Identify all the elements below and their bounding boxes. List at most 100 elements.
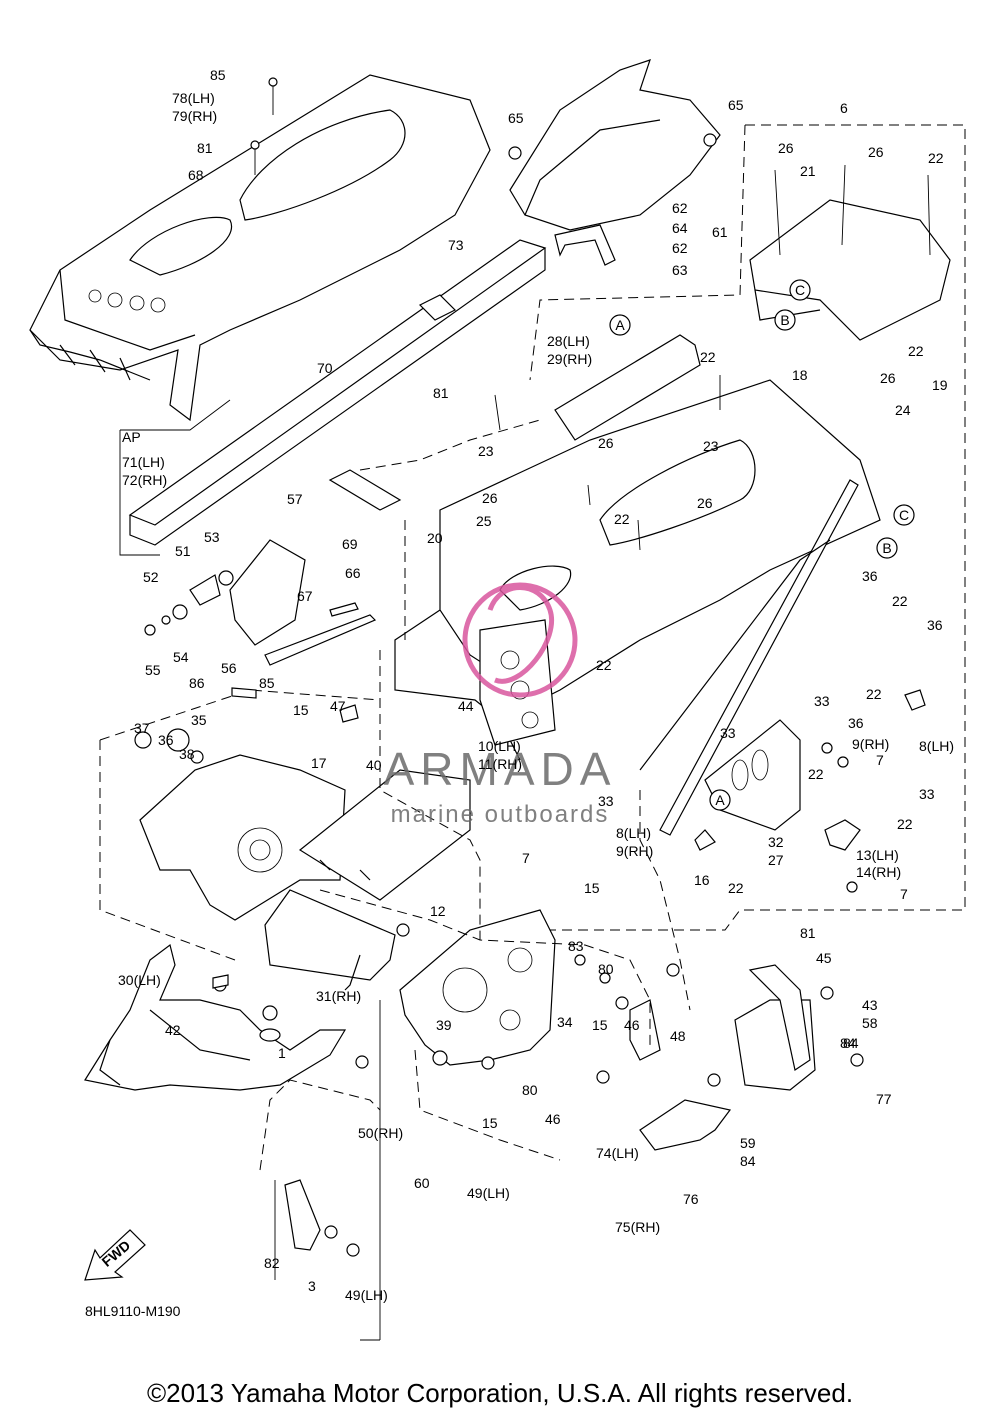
callout: 36: [862, 568, 878, 584]
fastener-marks: [134, 77, 931, 1257]
side-rail-8-9: [639, 479, 859, 836]
copyright-notice: ©2013 Yamaha Motor Corporation, U.S.A. A…: [146, 1378, 854, 1408]
callout: 49(LH): [345, 1287, 388, 1303]
watermark-brand: ARMADA: [384, 743, 617, 795]
callout: 48: [670, 1028, 686, 1044]
callout: 62: [672, 200, 688, 216]
cross-member-40: [298, 769, 471, 901]
callout: 22: [728, 880, 744, 896]
callout: 32: [768, 834, 784, 850]
strip-66-67: [264, 602, 377, 666]
callout: 83: [568, 938, 584, 954]
callout: 43: [862, 997, 878, 1013]
callout: 28(LH): [547, 333, 590, 349]
guard-49-50: [734, 964, 816, 1091]
diagram-code: 8HL9110-M190: [85, 1303, 181, 1319]
callout: 7: [876, 752, 884, 768]
callout: 81: [197, 140, 213, 156]
callout: 68: [188, 167, 204, 183]
callout: 65: [508, 110, 524, 126]
callout: 21: [800, 163, 816, 179]
callout: 16: [694, 872, 710, 888]
callout: 61: [712, 224, 728, 240]
callout: 40: [366, 757, 382, 773]
callout: 20: [427, 530, 443, 546]
callout: 22: [596, 657, 612, 673]
callout: 13(LH): [856, 847, 899, 863]
callout: 60: [414, 1175, 430, 1191]
callout: 22: [908, 343, 924, 359]
callout: 73: [448, 237, 464, 253]
callout: 33: [814, 693, 830, 709]
callout: 26: [880, 370, 896, 386]
rail-70: [128, 239, 547, 546]
callout: 35: [191, 712, 207, 728]
callout: 52: [143, 569, 159, 585]
callout: 71(LH): [122, 454, 165, 470]
callout: 84: [840, 1035, 856, 1051]
callout: 36: [848, 715, 864, 731]
callout: 36: [927, 617, 943, 633]
watermark: ARMADA marine outboards: [384, 582, 617, 828]
callout: 6: [840, 100, 848, 116]
callout: 80: [598, 961, 614, 977]
callout: 72(RH): [122, 472, 167, 488]
callout: 25: [476, 513, 492, 529]
callout: 65: [728, 97, 744, 113]
callout: 22: [897, 816, 913, 832]
callout: 84: [740, 1153, 756, 1169]
callout: 47: [330, 698, 346, 714]
callout: 26: [598, 435, 614, 451]
callout: 64: [672, 220, 688, 236]
ref-a-1: A: [615, 317, 625, 333]
callout: 15: [584, 880, 600, 896]
callout: 36: [158, 732, 174, 748]
callout: 37: [134, 720, 150, 736]
callout: 18: [792, 367, 808, 383]
callout: 12: [430, 903, 446, 919]
group-outlines: [259, 419, 691, 1341]
callout: 81: [433, 385, 449, 401]
callout: 15: [482, 1115, 498, 1131]
callout: 33: [720, 725, 736, 741]
callout: 70: [317, 360, 333, 376]
callout: 3: [308, 1278, 316, 1294]
callout: 27: [768, 852, 784, 868]
callout: 26: [697, 495, 713, 511]
callout: 51: [175, 543, 191, 559]
callout: 78(LH): [172, 90, 215, 106]
callout: 31(RH): [316, 988, 361, 1004]
callout: 55: [145, 662, 161, 678]
bracket-2: [284, 1179, 321, 1251]
ref-c-1: C: [795, 282, 805, 298]
callout: 63: [672, 262, 688, 278]
circle-refs: A C B C B A: [609, 279, 915, 811]
callout: 46: [624, 1017, 640, 1033]
callout: 38: [179, 746, 195, 762]
callout: 50(RH): [358, 1125, 403, 1141]
callout: 23: [703, 438, 719, 454]
callout: 39: [436, 1017, 452, 1033]
callout: 19: [932, 377, 948, 393]
stay-28-29: [554, 334, 701, 441]
callout: 85: [210, 67, 226, 83]
front-case-34: [399, 909, 556, 1066]
callout: 22: [614, 511, 630, 527]
panel-21: [749, 199, 951, 341]
callout: 22: [808, 766, 824, 782]
callout: 86: [189, 675, 205, 691]
callout: 10(LH): [478, 738, 521, 754]
callout: 46: [545, 1111, 561, 1127]
callout: 77: [876, 1091, 892, 1107]
callout: 82: [264, 1255, 280, 1271]
callout: 8(LH): [919, 738, 954, 754]
callout: 42: [165, 1022, 181, 1038]
callout: 22: [866, 686, 882, 702]
callout: 69: [342, 536, 358, 552]
callout: 81: [800, 925, 816, 941]
callout: 22: [892, 593, 908, 609]
callout: 74(LH): [596, 1145, 639, 1161]
callout: 15: [293, 702, 309, 718]
bracket-51: [189, 539, 306, 646]
